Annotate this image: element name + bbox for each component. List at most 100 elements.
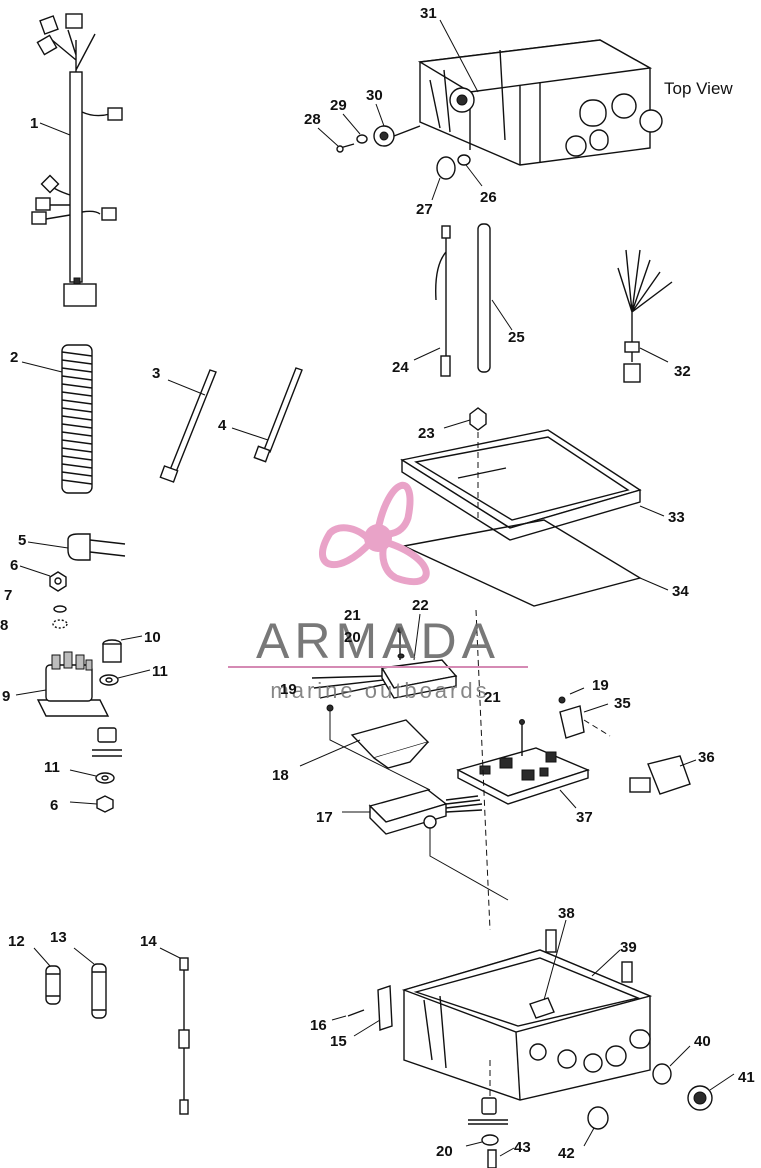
callout-28: 28	[304, 111, 321, 128]
callout-31: 31	[420, 5, 437, 22]
callout-20b: 20	[436, 1143, 453, 1160]
callout-38: 38	[558, 905, 575, 922]
part-17-module	[342, 789, 509, 901]
watermark-logo: ARMADA marine outboards	[228, 481, 528, 703]
part-14-wire-lead	[159, 947, 190, 1115]
callout-36: 36	[698, 749, 715, 766]
callout-39: 39	[620, 939, 637, 956]
callout-14: 14	[140, 933, 157, 950]
part-28-screw	[317, 127, 355, 153]
watermark-rule	[228, 666, 528, 668]
callout-labels: 1 2 3 4 5 6 7 8 10 11 9 11 6 12 13 14 31…	[0, 5, 755, 1162]
part-7-washer	[53, 605, 67, 613]
part-12-fuse	[33, 947, 61, 1005]
part-38-component	[529, 919, 567, 1019]
callout-43: 43	[514, 1139, 531, 1156]
callout-42: 42	[558, 1145, 575, 1162]
callout-23: 23	[418, 425, 435, 442]
part-5-boot	[27, 533, 126, 561]
callout-18: 18	[272, 767, 289, 784]
callout-20: 20	[344, 629, 361, 646]
callout-34: 34	[672, 583, 689, 600]
callout-1: 1	[30, 115, 38, 132]
callout-21b: 21	[484, 689, 501, 706]
part-1-wiring-harness	[31, 13, 123, 307]
part-6-nut	[19, 565, 67, 592]
callout-40: 40	[694, 1033, 711, 1050]
part-41-cap	[687, 1073, 735, 1111]
part-30-knob	[373, 103, 421, 147]
part-4-cable-tie	[231, 367, 303, 463]
callout-11b: 11	[44, 759, 60, 776]
callout-25: 25	[508, 329, 525, 346]
part-39-lower-housing	[401, 929, 653, 1101]
propeller-icon	[319, 481, 430, 586]
callout-3: 3	[152, 365, 160, 382]
callout-6: 6	[10, 557, 18, 574]
callout-30: 30	[366, 87, 383, 104]
callout-11: 11	[152, 663, 168, 680]
watermark-tagline: marine outboards	[270, 678, 489, 703]
callout-5: 5	[18, 532, 26, 549]
part-11-washer-lower	[69, 769, 115, 784]
part-42-grommet	[583, 1106, 609, 1147]
part-25-cable	[477, 223, 513, 373]
watermark-brand: ARMADA	[256, 613, 500, 669]
part-43-bolt	[487, 1147, 515, 1168]
callout-24: 24	[392, 359, 409, 376]
callout-33: 33	[668, 509, 685, 526]
part-34-gasket	[401, 519, 669, 607]
callout-4: 4	[218, 417, 227, 434]
part-36-connector	[629, 755, 697, 795]
part-10-bolt	[102, 635, 143, 663]
part-35-bracket	[559, 703, 611, 739]
callout-22: 22	[412, 597, 429, 614]
part-3-cable-tie	[159, 369, 217, 483]
part-19-screw-left	[326, 704, 431, 791]
callout-19: 19	[280, 681, 297, 698]
callout-6b: 6	[50, 797, 58, 814]
part-27-cap	[431, 156, 456, 201]
part-16-pin	[331, 1009, 365, 1021]
callout-7: 7	[4, 587, 12, 604]
callout-17: 17	[316, 809, 333, 826]
part-13-fuse	[73, 947, 107, 1019]
part-11-washer-upper	[99, 669, 151, 686]
callout-27: 27	[416, 201, 433, 218]
part-33-cover	[400, 429, 665, 541]
callout-8: 8	[0, 617, 8, 634]
callout-35: 35	[614, 695, 631, 712]
part-20-washer-lower	[465, 1097, 508, 1147]
callout-16: 16	[310, 1017, 327, 1034]
part-24-cable	[413, 225, 451, 377]
part-26-washer	[457, 154, 483, 187]
callout-19b: 19	[592, 677, 609, 694]
part-6-nut-lower	[69, 795, 114, 813]
callout-13: 13	[50, 929, 67, 946]
part-9-solenoid	[15, 651, 110, 717]
part-31-top-view-cover	[417, 19, 663, 166]
part-23-nut	[443, 407, 487, 431]
callout-2: 2	[10, 349, 18, 366]
part-18-bracket	[299, 719, 430, 769]
assembly-centerline	[475, 432, 491, 1100]
part-32-harness	[617, 249, 673, 383]
part-19-screw-right	[558, 687, 585, 704]
part-20-washer-upper	[397, 653, 405, 659]
part-37-circuit-board	[456, 747, 590, 809]
part-8-washer	[52, 619, 68, 629]
callout-26: 26	[480, 189, 497, 206]
part-2-spiral-wrap	[21, 344, 93, 494]
callout-9: 9	[2, 688, 10, 705]
part-15-clip	[353, 985, 393, 1037]
callout-10: 10	[144, 629, 161, 646]
callout-12: 12	[8, 933, 25, 950]
callout-21: 21	[344, 607, 361, 624]
callout-15: 15	[330, 1033, 347, 1050]
part-spacer	[92, 727, 122, 757]
callout-41: 41	[738, 1069, 755, 1086]
part-29-washer	[342, 113, 368, 144]
callout-32: 32	[674, 363, 691, 380]
callout-29: 29	[330, 97, 347, 114]
